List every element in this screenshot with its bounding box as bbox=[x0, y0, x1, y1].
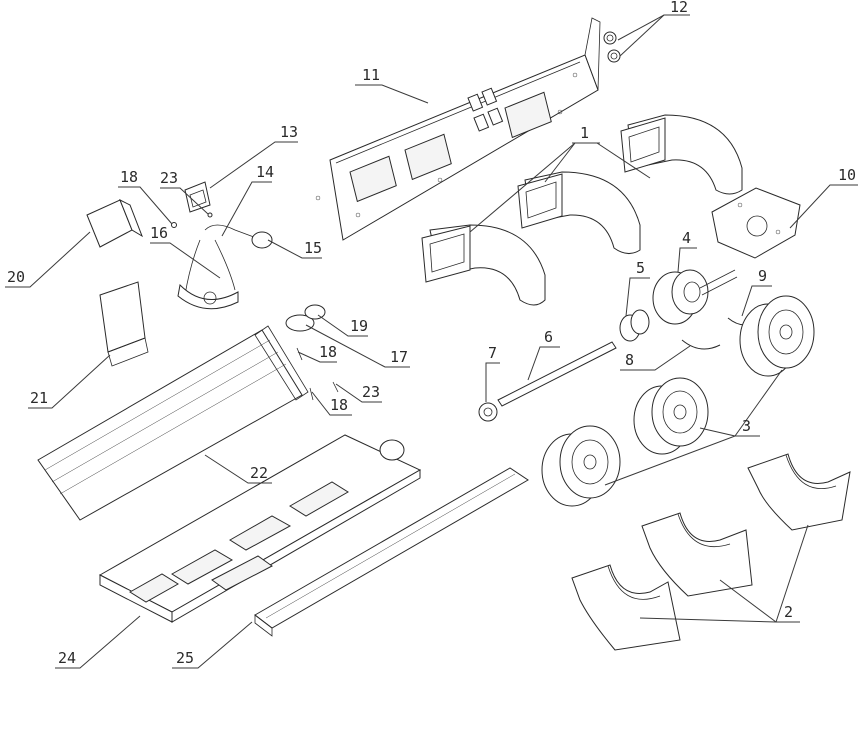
part-scroll-housing-1 bbox=[421, 224, 546, 306]
callout-3: 3 bbox=[742, 417, 751, 435]
part-fan-wheel-3 bbox=[739, 295, 815, 377]
part-motor bbox=[652, 269, 738, 325]
part-valve-pipework bbox=[177, 224, 273, 310]
callout-18-mid: 18 bbox=[319, 343, 337, 361]
callout-5: 5 bbox=[636, 259, 645, 277]
part-fan-wheel-2 bbox=[633, 377, 709, 455]
part-valve-body bbox=[285, 304, 326, 332]
callout-11: 11 bbox=[362, 66, 380, 84]
callout-23-mid: 23 bbox=[362, 383, 380, 401]
callout-23-top: 23 bbox=[160, 169, 178, 187]
part-fan-wheel-1 bbox=[541, 425, 621, 507]
callout-15: 15 bbox=[304, 239, 322, 257]
part-coil bbox=[37, 325, 309, 521]
part-shaft bbox=[497, 341, 617, 407]
part-coupling bbox=[619, 309, 650, 342]
callout-24: 24 bbox=[58, 649, 76, 667]
callout-labels: 11 12 1 10 4 5 9 6 7 8 3 2 13 14 15 16 1… bbox=[7, 0, 856, 667]
callout-21: 21 bbox=[30, 389, 48, 407]
part-back-panel bbox=[315, 17, 601, 241]
part-scroll-base-3 bbox=[747, 453, 851, 531]
part-rail bbox=[254, 467, 529, 637]
callout-7: 7 bbox=[488, 344, 497, 362]
part-bracket-plate bbox=[99, 281, 149, 367]
leader-lines bbox=[5, 14, 858, 669]
callout-14: 14 bbox=[256, 163, 274, 181]
part-scroll-housing-3 bbox=[620, 114, 743, 195]
callout-16: 16 bbox=[150, 224, 168, 242]
callout-22: 22 bbox=[250, 464, 268, 482]
callout-19: 19 bbox=[350, 317, 368, 335]
callout-13: 13 bbox=[280, 123, 298, 141]
part-junction-box bbox=[86, 198, 143, 248]
callout-18-low: 18 bbox=[330, 396, 348, 414]
part-bearing bbox=[478, 402, 498, 422]
part-grommets bbox=[603, 31, 621, 63]
callout-12: 12 bbox=[670, 0, 688, 16]
callout-6: 6 bbox=[544, 328, 553, 346]
callout-10: 10 bbox=[838, 166, 856, 184]
callout-2: 2 bbox=[784, 603, 793, 621]
callout-1: 1 bbox=[580, 124, 589, 142]
part-valve-actuator bbox=[184, 181, 211, 213]
part-scroll-housing-2 bbox=[517, 171, 641, 254]
part-drain-pan bbox=[98, 434, 422, 623]
callout-20: 20 bbox=[7, 268, 25, 286]
callout-17: 17 bbox=[390, 348, 408, 366]
callout-9: 9 bbox=[758, 267, 767, 285]
part-small-fittings bbox=[171, 212, 339, 401]
part-scroll-base-2 bbox=[641, 512, 753, 597]
part-motor-bracket bbox=[711, 187, 801, 259]
callout-18-top: 18 bbox=[120, 168, 138, 186]
callout-4: 4 bbox=[682, 229, 691, 247]
callout-8: 8 bbox=[625, 351, 634, 369]
callout-25: 25 bbox=[176, 649, 194, 667]
part-scroll-base-1 bbox=[571, 564, 681, 651]
